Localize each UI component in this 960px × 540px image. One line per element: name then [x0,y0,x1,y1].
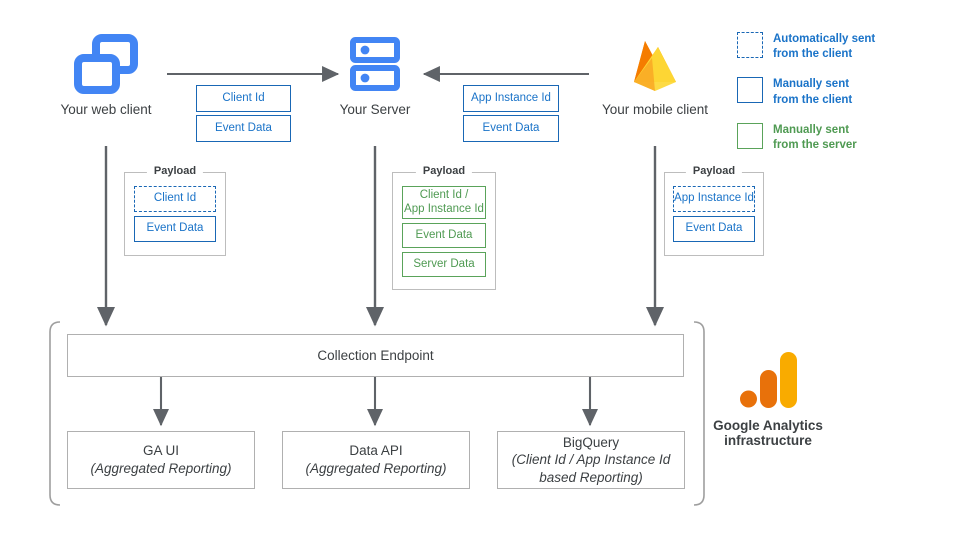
output-subtitle-line1: (Client Id / App Instance Id [511,452,671,468]
payload-item-line1: Client Id / [419,189,469,202]
payload-item-client-id: Client Id [134,186,216,212]
tag-app-instance-id: App Instance Id [463,85,559,112]
transit-tags-web-to-server: Client Id Event Data [196,85,291,142]
output-title: GA UI [142,443,179,459]
tag-event-data: Event Data [196,115,291,142]
ga-brand-line2: infrastructure [724,433,812,448]
collection-endpoint-label: Collection Endpoint [317,347,434,363]
transit-tags-mobile-to-server: App Instance Id Event Data [463,85,559,142]
legend-item-manual-client: Manually sent from the client [737,77,952,107]
legend-line2: from the server [773,138,857,151]
tag-event-data: Event Data [463,115,559,142]
output-subtitle: (Aggregated Reporting) [305,461,447,476]
output-box-data-api[interactable]: Data API (Aggregated Reporting) [282,431,470,489]
legend-swatch-solid-blue [737,77,763,104]
legend-line1: Manually sent [773,123,850,136]
legend-label: Automatically sent from the client [773,32,875,62]
payload-item-event-data: Event Data [673,216,755,242]
payload-title: Payload [685,165,743,177]
google-analytics-icon [740,352,797,408]
payload-item-app-instance-id: App Instance Id [673,186,755,212]
output-subtitle: (Aggregated Reporting) [90,461,232,476]
node-server-label: Your Server [339,102,411,117]
legend-line1: Manually sent [773,78,850,91]
legend-label: Manually sent from the server [773,123,857,153]
windows-icon [74,34,138,94]
legend: Automatically sent from the client Manua… [737,32,952,168]
bracket-right [693,321,705,506]
legend-swatch-dashed-blue [737,32,763,58]
legend-line1: Automatically sent [773,33,876,45]
payload-server: Payload Client Id / App Instance Id Even… [392,165,496,290]
legend-swatch-solid-green [737,122,763,149]
node-web-client-label: Your web client [60,102,152,117]
payload-web-client: Payload Client Id Event Data [124,165,226,256]
payload-item-line2: App Instance Id [404,202,484,215]
bracket-left [49,321,61,506]
node-mobile-client: Your mobile client [588,34,722,117]
firebase-flame-icon [634,41,676,91]
payload-item-server-data: Server Data [402,252,486,277]
payload-title: Payload [415,165,473,177]
legend-item-automatic-client: Automatically sent from the client [737,32,952,62]
output-subtitle-line2: based Reporting) [539,469,643,485]
ga-infrastructure-brand: Google Analytics infrastructure [700,350,836,448]
payload-item-event-data: Event Data [134,216,216,242]
output-box-ga-ui[interactable]: GA UI (Aggregated Reporting) [67,431,255,489]
server-icon [350,37,400,91]
payload-mobile-client: Payload App Instance Id Event Data [664,165,764,256]
ga-brand-line1: Google Analytics [713,418,823,433]
tag-client-id: Client Id [196,85,291,112]
payload-item-event-data: Event Data [402,223,486,248]
output-title: Data API [349,443,403,459]
node-mobile-client-label: Your mobile client [601,102,709,117]
node-server: Your Server [323,34,427,117]
payload-item-client-id-app-instance-id: Client Id / App Instance Id [402,186,486,219]
payload-title: Payload [146,165,204,177]
legend-line2: from the client [773,93,853,106]
node-web-client: Your web client [46,34,166,117]
output-box-bigquery[interactable]: BigQuery (Client Id / App Instance Id ba… [497,431,685,489]
collection-endpoint-box[interactable]: Collection Endpoint [67,334,684,377]
output-title: BigQuery [562,434,620,450]
legend-label: Manually sent from the client [773,77,852,107]
legend-item-manual-server: Manually sent from the server [737,122,952,153]
legend-line2: from the client [773,48,853,61]
